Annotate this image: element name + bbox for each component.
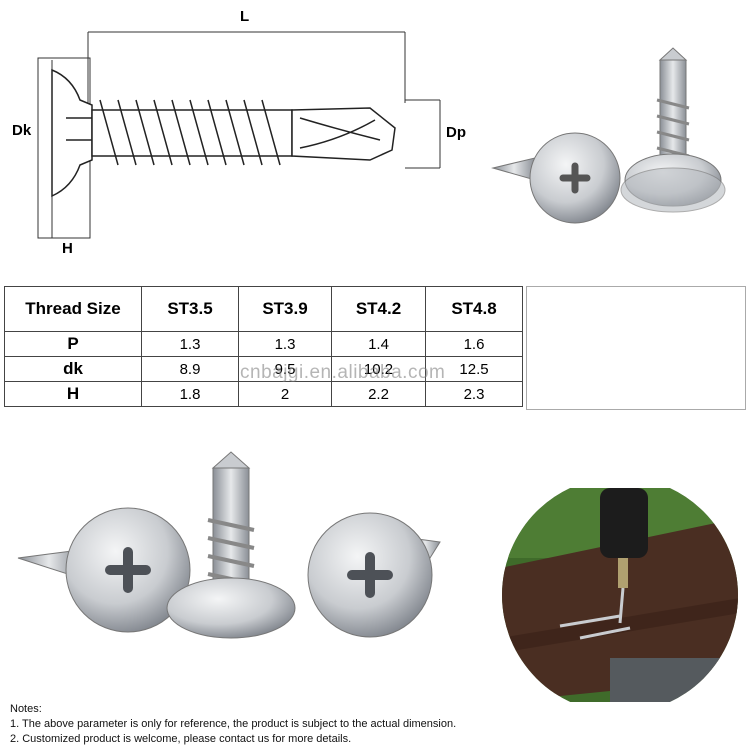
- table-row: H 1.8 2 2.2 2.3: [4, 381, 523, 407]
- technical-drawing: L Dk H Dp: [0, 0, 470, 265]
- drill-point-label: Dp: [446, 124, 466, 141]
- product-photo-top: [475, 40, 740, 245]
- table-cell: 1.3: [238, 331, 332, 357]
- note-item: 2. Customized product is welcome, please…: [10, 733, 352, 745]
- row-label: dk: [4, 356, 142, 382]
- table-cell: 2.2: [331, 381, 426, 407]
- table-cell: 10.2: [331, 356, 426, 382]
- table-cell: 1.4: [331, 331, 426, 357]
- table-cell: 1.3: [141, 331, 239, 357]
- notes-title: Notes:: [10, 703, 42, 715]
- header-thread-size: Thread Size: [4, 286, 142, 332]
- table-cell: 1.6: [425, 331, 523, 357]
- screws-closeup-photo: [17, 451, 441, 639]
- table-row: P 1.3 1.3 1.4 1.6: [4, 331, 523, 357]
- length-label: L: [240, 8, 250, 25]
- screws-photo: [491, 47, 726, 224]
- table-cell: 9.5: [238, 356, 332, 382]
- table-cell: 1.8: [141, 381, 239, 407]
- spec-table: Thread Size ST3.5 ST3.9 ST4.2 ST4.8 P 1.…: [4, 286, 523, 407]
- row-label: P: [4, 331, 142, 357]
- row-label: H: [4, 381, 142, 407]
- header-st42: ST4.2: [331, 286, 426, 332]
- notes: Notes: 1. The above parameter is only fo…: [10, 702, 456, 747]
- head-height-label: H: [62, 240, 73, 257]
- deck-drill-photo: [502, 488, 738, 702]
- product-photo-bottom: [10, 450, 490, 660]
- header-st48: ST4.8: [425, 286, 523, 332]
- head-diameter-label: Dk: [12, 122, 32, 139]
- note-item: 1. The above parameter is only for refer…: [10, 718, 457, 730]
- blank-panel: [526, 286, 746, 410]
- table-cell: 2: [238, 381, 332, 407]
- table-cell: 12.5: [425, 356, 523, 382]
- header-st35: ST3.5: [141, 286, 239, 332]
- application-photo: [500, 488, 740, 702]
- table-cell: 2.3: [425, 381, 523, 407]
- table-header-row: Thread Size ST3.5 ST3.9 ST4.2 ST4.8: [4, 286, 523, 332]
- header-st39: ST3.9: [238, 286, 332, 332]
- screw-drawing: [37, 31, 441, 239]
- table-row: dk 8.9 9.5 10.2 12.5: [4, 356, 523, 382]
- table-cell: 8.9: [141, 356, 239, 382]
